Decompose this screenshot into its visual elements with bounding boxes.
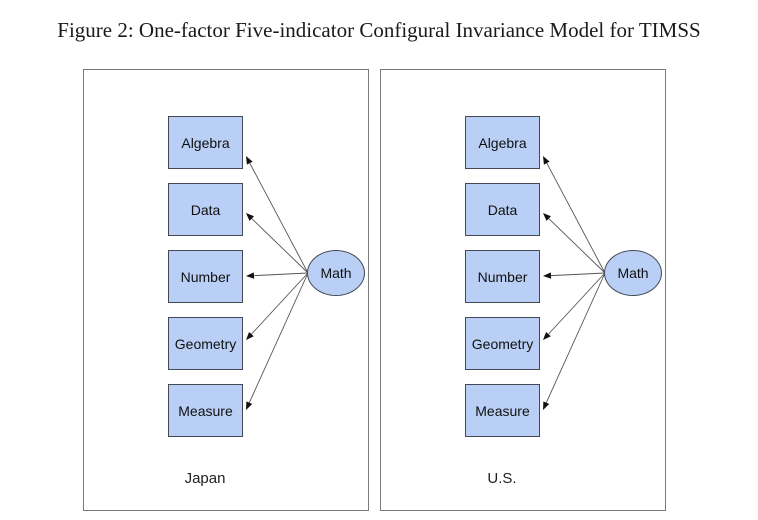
arrowhead-measure: [246, 401, 253, 410]
arrow-to-measure: [545, 272, 606, 403]
arrowhead-geometry: [246, 331, 254, 340]
indicator-number: Number: [465, 250, 540, 303]
factor-loading-arrows: [543, 156, 606, 410]
panel-us: Algebra Data Number Geometry Measure Mat…: [380, 69, 666, 511]
indicator-geometry: Geometry: [168, 317, 243, 370]
arrowhead-data: [246, 213, 254, 221]
latent-factor-math: Math: [604, 250, 662, 296]
indicator-geometry: Geometry: [465, 317, 540, 370]
arrow-to-algebra: [249, 162, 309, 274]
arrow-to-number: [550, 272, 606, 277]
indicator-data: Data: [168, 183, 243, 236]
indicator-algebra: Algebra: [465, 116, 540, 169]
arrow-to-data: [251, 218, 309, 274]
arrowhead-data: [543, 213, 551, 221]
arrowhead-number: [246, 272, 255, 279]
arrowhead-algebra: [246, 156, 253, 165]
arrowhead-measure: [543, 401, 550, 410]
indicator-measure: Measure: [168, 384, 243, 437]
arrow-to-geometry: [251, 272, 309, 335]
group-label-japan: Japan: [184, 470, 226, 487]
arrowhead-number: [543, 272, 552, 279]
indicator-algebra: Algebra: [168, 116, 243, 169]
arrow-to-geometry: [548, 272, 606, 335]
factor-loading-arrows: [246, 156, 309, 410]
arrow-to-measure: [248, 272, 309, 403]
indicator-measure: Measure: [465, 384, 540, 437]
figure-title: Figure 2: One-factor Five-indicator Conf…: [57, 18, 701, 42]
arrow-to-algebra: [546, 162, 606, 274]
indicator-data: Data: [465, 183, 540, 236]
indicator-number: Number: [168, 250, 243, 303]
arrow-to-data: [548, 218, 606, 274]
arrowhead-geometry: [543, 331, 551, 340]
arrowhead-algebra: [543, 156, 550, 165]
latent-factor-math: Math: [307, 250, 365, 296]
panel-japan: Algebra Data Number Geometry Measure Mat…: [83, 69, 369, 511]
arrow-to-number: [253, 272, 309, 277]
group-label-us: U.S.: [487, 470, 517, 487]
